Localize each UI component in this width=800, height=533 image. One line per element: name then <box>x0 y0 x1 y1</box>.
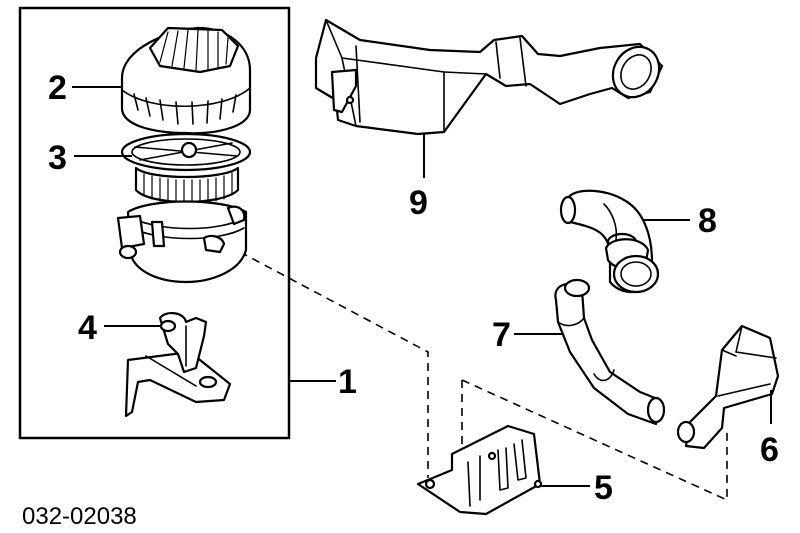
callout-3: 3 <box>48 139 67 177</box>
callout-2: 2 <box>48 69 67 107</box>
air-cleaner-housing <box>116 200 248 284</box>
callout-6: 6 <box>760 431 779 469</box>
lower-bracket <box>416 424 543 516</box>
resonator-box <box>676 324 780 450</box>
document-id: 032-02038 <box>22 503 137 530</box>
callout-8: 8 <box>698 202 717 240</box>
assembly-frame <box>18 6 291 440</box>
callout-4: 4 <box>78 309 97 347</box>
intake-hose <box>554 278 666 426</box>
filter-element <box>120 132 252 204</box>
air-cleaner-cover <box>120 26 252 135</box>
callout-7: 7 <box>492 316 511 354</box>
callout-1: 1 <box>338 363 357 401</box>
leader-lines <box>72 86 772 487</box>
mounting-bracket <box>124 312 232 418</box>
elbow-hose <box>559 189 660 294</box>
callout-5: 5 <box>594 469 613 507</box>
air-intake-duct <box>314 18 664 136</box>
callout-9: 9 <box>409 184 428 222</box>
